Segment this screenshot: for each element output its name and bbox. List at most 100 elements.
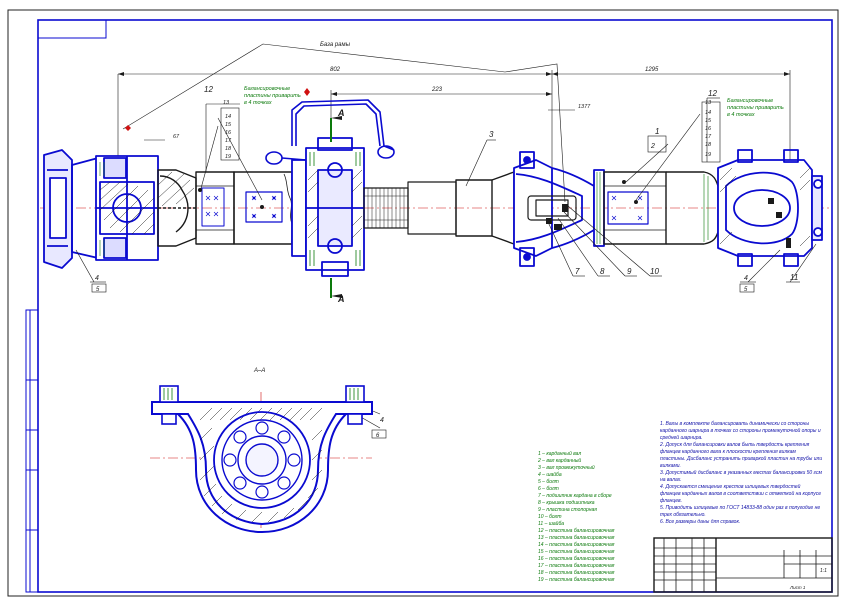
svg-text:Балансировочные: Балансировочные: [244, 86, 290, 92]
balance-plate-right: [607, 180, 649, 225]
right-flange-yoke: [717, 149, 823, 267]
callout-11: 11: [790, 273, 798, 282]
callout-17-right: 17: [705, 134, 712, 140]
callout-13-right: 13: [705, 100, 712, 106]
balancing-note-right: Балансировочные пластины приварить в 4 т…: [727, 98, 784, 118]
callout-14-right: 14: [705, 110, 711, 116]
callout-4-left: 4: [95, 275, 99, 282]
callout-10: 10: [650, 267, 659, 276]
technical-notes: 1. Валы в комплекте балансировать динами…: [659, 421, 822, 525]
callout-5-left: 5: [96, 287, 100, 293]
balance-plate-left: [245, 191, 283, 223]
callout-6-section: 6: [376, 433, 380, 439]
svg-text:5. Приводить шлицевые по ГОСТ: 5. Приводить шлицевые по ГОСТ 14833-88 о…: [660, 505, 820, 511]
svg-text:фланцев.: фланцев.: [660, 498, 682, 504]
svg-text:2. Допуск для балансировки вал: 2. Допуск для балансировки валов быть тв…: [659, 442, 810, 448]
svg-text:17 – пластина балансировочная: 17 – пластина балансировочная: [538, 563, 615, 569]
right-yoke-hatching: [719, 167, 811, 247]
svg-text:9 – пластина стопорная: 9 – пластина стопорная: [538, 507, 597, 513]
svg-text:4. Допускается смещение кресто: 4. Допускается смещение крестов шлицевых…: [660, 483, 801, 490]
callout-12-right: 12: [708, 89, 717, 98]
callout-12-left: 12: [204, 85, 213, 94]
dim-base-label: База рамы: [320, 42, 351, 48]
svg-text:18 – пластина балансировочная: 18 – пластина балансировочная: [538, 570, 615, 576]
callout-15-left: 15: [225, 122, 232, 128]
svg-text:в 4 точках: в 4 точках: [727, 112, 755, 118]
callout-18-left: 18: [225, 146, 232, 152]
svg-text:19 – пластина балансировочная: 19 – пластина балансировочная: [538, 577, 615, 583]
svg-text:6. Все размеры даны для справо: 6. Все размеры даны для справок.: [660, 519, 740, 525]
callout-9: 9: [627, 267, 632, 276]
callout-3: 3: [489, 130, 494, 139]
section-marker: [330, 116, 342, 298]
support-bracket: [265, 99, 395, 165]
svg-text:15 – пластина балансировочная: 15 – пластина балансировочная: [538, 549, 615, 555]
callout-1: 1: [655, 127, 659, 136]
svg-text:3 – вал промежуточный: 3 – вал промежуточный: [538, 464, 595, 471]
callout-13-left: 13: [223, 100, 230, 106]
leader-boxes: [91, 101, 755, 439]
section-letter-bottom: A: [337, 294, 345, 304]
callout-4-right: 4: [744, 275, 748, 282]
title-scale: 1:1: [820, 568, 827, 574]
svg-text:трех обязательно.: трех обязательно.: [660, 512, 706, 518]
callout-16-left: 16: [225, 130, 232, 136]
svg-text:средней шарнира.: средней шарнира.: [660, 434, 703, 441]
right-yoke-bolts: [768, 198, 791, 248]
red-marks: [125, 88, 310, 131]
section-letter-top: A: [337, 108, 345, 118]
leaders: [75, 97, 817, 429]
callout-4-section: 4: [380, 417, 384, 424]
parts-list: 1 – карданный вал 2 – вал карданный 3 – …: [537, 450, 615, 583]
svg-text:Балансировочные: Балансировочные: [727, 98, 773, 104]
right-sleeve-threads: [596, 172, 601, 244]
svg-text:16 – пластина балансировочная: 16 – пластина балансировочная: [538, 556, 615, 562]
spline-teeth: [364, 188, 408, 228]
title-sheet: Лист 1: [789, 585, 806, 590]
callout-16-right: 16: [705, 126, 712, 132]
svg-text:7 – подшипник карданa в сборе: 7 – подшипник карданa в сборе: [538, 493, 612, 499]
tube-2-weld: [703, 174, 709, 242]
dim-223: 223: [431, 87, 443, 93]
svg-text:11 – шайба: 11 – шайба: [538, 520, 564, 527]
left-joint-hatching: [99, 181, 155, 235]
support-seals: [309, 152, 361, 266]
svg-text:2 – вал карданный: 2 – вал карданный: [537, 457, 581, 464]
callout-14-left: 14: [225, 114, 231, 120]
svg-text:фланцев карданных валов в соот: фланцев карданных валов в соответствии с…: [660, 490, 821, 497]
svg-text:14 – пластина балансировочная: 14 – пластина балансировочная: [538, 542, 615, 548]
section-title: A–A: [253, 368, 265, 374]
callout-7: 7: [575, 267, 580, 276]
dim-802: 802: [330, 67, 341, 73]
callout-19-right: 19: [705, 152, 711, 158]
svg-text:6 – болт: 6 – болт: [538, 486, 559, 492]
svg-text:пластины. Дисбаланс устранить: пластины. Дисбаланс устранить приваркой …: [660, 455, 822, 462]
right-cardan-joint: [513, 151, 595, 267]
callout-8: 8: [600, 267, 605, 276]
callout-19-left: 19: [225, 154, 231, 160]
slip-yoke: [157, 169, 197, 247]
svg-text:в 4 точках: в 4 точках: [244, 100, 272, 106]
svg-text:3. Допустимый дисбаланс в указ: 3. Допустимый дисбаланс в указанных мест…: [660, 469, 822, 476]
slip-yoke-hatching: [157, 171, 195, 207]
balancing-note-left: Балансировочные пластины приварить в 4 т…: [244, 86, 301, 106]
dim-1295: 1295: [645, 67, 659, 73]
svg-text:12 – пластина балансировочная: 12 – пластина балансировочная: [538, 528, 615, 534]
callout-17-left: 17: [225, 138, 232, 144]
driveshaft-assembly: [43, 99, 823, 277]
right-sleeve: [593, 169, 605, 247]
dimension-arrows: [118, 72, 790, 96]
svg-text:1 – карданный вал: 1 – карданный вал: [538, 450, 581, 457]
cardan-bolts: [546, 204, 568, 230]
svg-text:на валах.: на валах.: [660, 477, 682, 483]
dim-67: 67: [173, 134, 180, 140]
left-flange-yoke: [43, 149, 99, 269]
svg-text:5 – болт: 5 – болт: [538, 479, 559, 485]
left-joint-threads: [99, 162, 105, 256]
callout-15-right: 15: [705, 118, 712, 124]
dim-1377: 1377: [578, 104, 591, 110]
svg-text:10 – болт: 10 – болт: [538, 514, 562, 520]
svg-text:пластины приварить: пластины приварить: [727, 105, 784, 111]
balance-plate-left-2: [198, 187, 225, 227]
